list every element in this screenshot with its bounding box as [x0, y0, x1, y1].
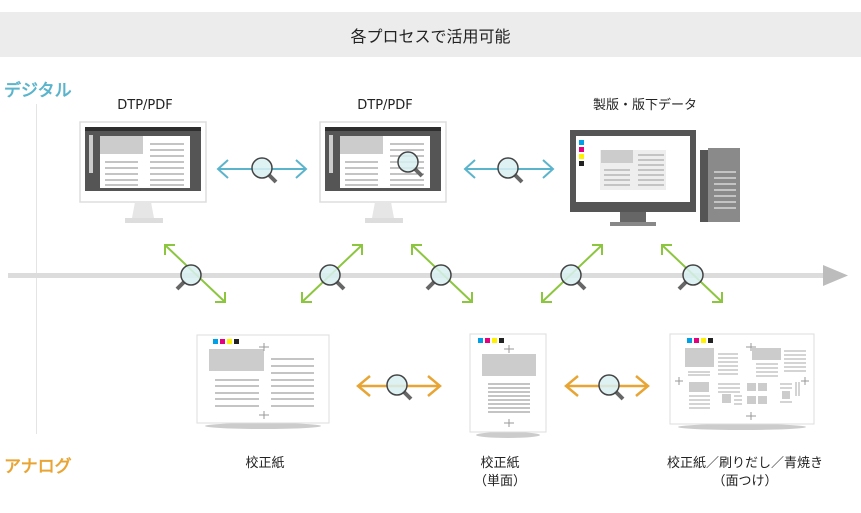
digital-label-2: DTP/PDF: [357, 98, 413, 113]
lane-label-digital: デジタル: [4, 81, 72, 101]
digital-label-3: 製版・版下データ: [592, 98, 697, 113]
analog-label-1: 校正紙: [245, 456, 285, 471]
analog-label-3-sub: （面つけ）: [712, 474, 778, 489]
proof-sheet-icon-2: [469, 333, 547, 438]
pc-tower-icon: [700, 148, 740, 222]
magnifier-icon: [677, 263, 705, 291]
magnifier-icon: [385, 373, 413, 401]
lane-label-analog: アナログ: [4, 457, 72, 477]
proof-sheet-icon-3: [669, 333, 815, 430]
magnifier-icon: [250, 156, 278, 184]
monitor-icon-platemaking: [570, 130, 696, 226]
analog-label-3: 校正紙／刷りだし／青焼き （面つけ）: [640, 455, 850, 491]
magnifier-icon: [425, 263, 453, 291]
analog-label-3-main: 校正紙／刷りだし／青焼き: [666, 456, 823, 471]
analog-label-2-sub: （単面）: [473, 474, 526, 489]
magnifier-icon: [496, 156, 524, 184]
magnifier-icon: [559, 263, 587, 291]
analog-label-2: 校正紙 （単面）: [450, 455, 550, 491]
monitor-icon-dtp-1: [79, 121, 207, 224]
magnifier-icon: [597, 373, 625, 401]
lane-divider-line: [36, 104, 37, 434]
analog-label-2-main: 校正紙: [480, 456, 520, 471]
magnifier-icon: [318, 263, 346, 291]
timeline-arrow: [8, 265, 848, 286]
banner-title: 各プロセスで活用可能: [0, 12, 861, 57]
magnifier-icon: [175, 263, 203, 291]
digital-label-1: DTP/PDF: [117, 98, 173, 113]
monitor-icon-dtp-2: [319, 121, 447, 224]
proof-sheet-icon-1: [196, 334, 330, 429]
